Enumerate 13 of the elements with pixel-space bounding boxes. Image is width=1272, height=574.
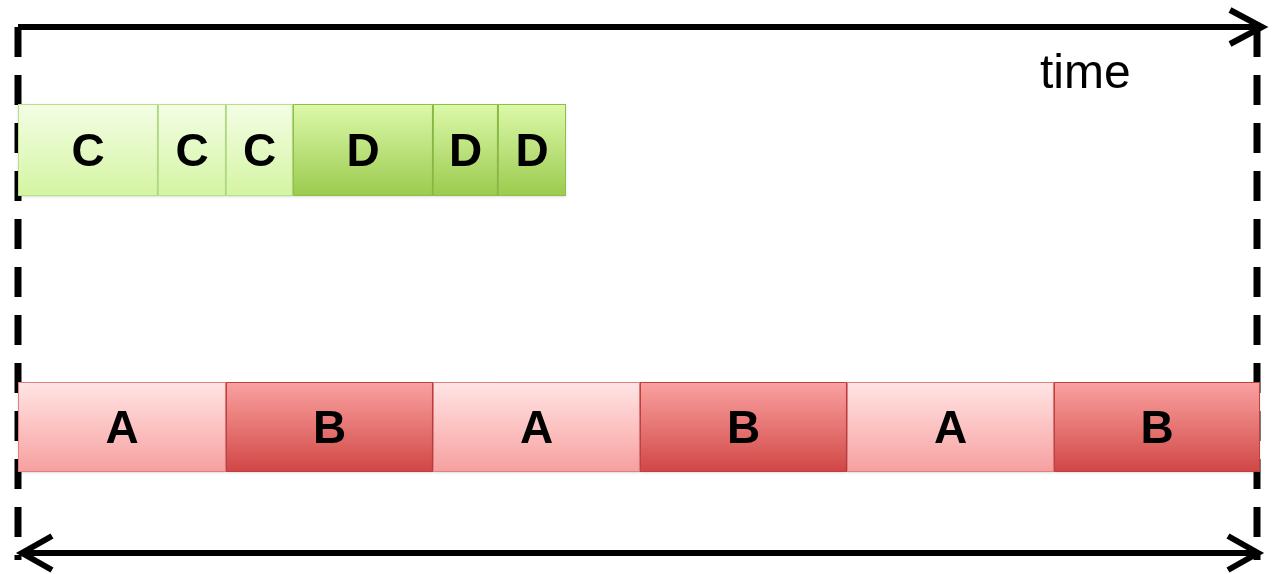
- segment-box: D: [433, 104, 498, 196]
- segment-box: C: [226, 104, 293, 196]
- segment-box: D: [293, 104, 433, 196]
- segment-box: D: [498, 104, 566, 196]
- axis-label: time: [1040, 48, 1131, 96]
- segment-box: B: [226, 382, 433, 472]
- segment-box: B: [640, 382, 847, 472]
- segment-box: B: [1054, 382, 1260, 472]
- segment-box: A: [18, 382, 226, 472]
- segment-box: A: [847, 382, 1054, 472]
- segment-box: C: [18, 104, 158, 196]
- segment-box: A: [433, 382, 640, 472]
- segment-box: C: [158, 104, 226, 196]
